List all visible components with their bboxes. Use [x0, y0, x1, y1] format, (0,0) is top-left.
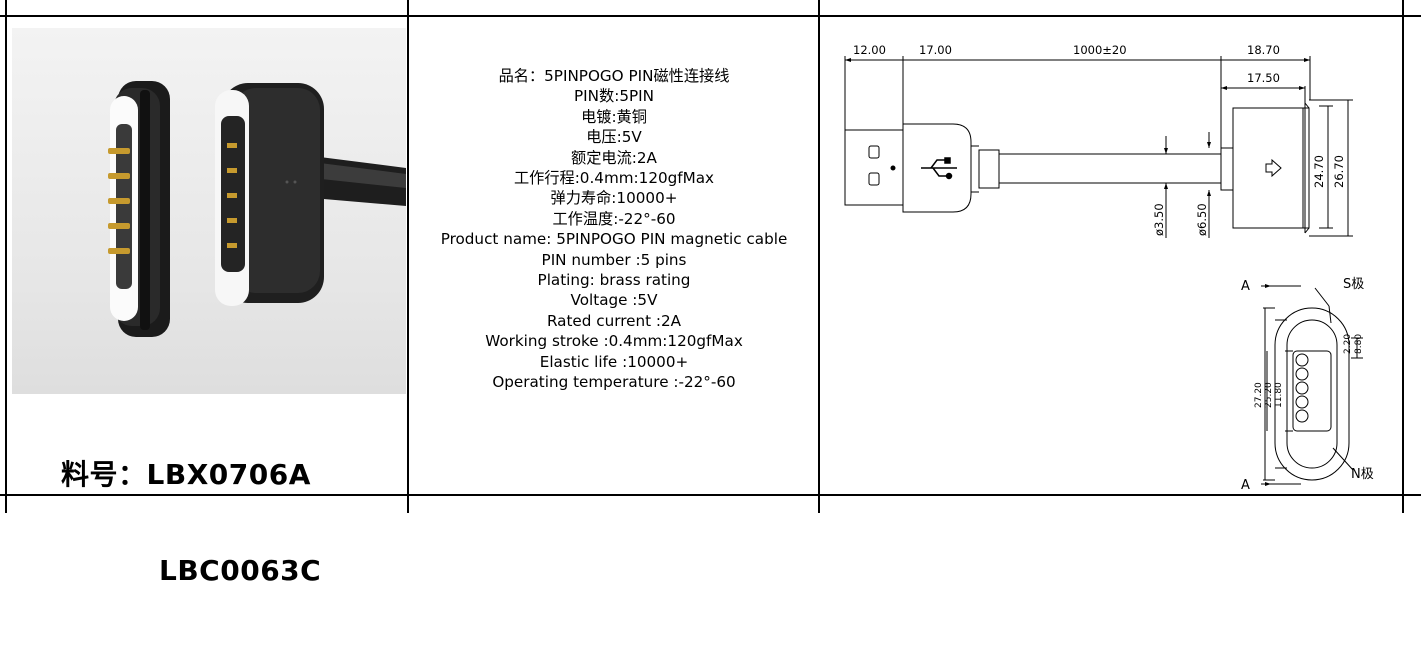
table-left-border	[5, 0, 7, 513]
part-number-prefix: 料号：	[61, 458, 147, 491]
part-number-2: LBC0063C	[159, 554, 322, 587]
product-photo	[12, 28, 406, 394]
column-divider-1	[407, 0, 409, 513]
spec-line: 工作温度:-22°-60	[552, 209, 676, 228]
spec-line: Rated current :2A	[546, 311, 682, 330]
spec-line: 电压:5V	[586, 128, 642, 147]
part-number-label: 料号：LBX0706A LBC0063C	[61, 395, 321, 651]
dim-220: 2.20	[1343, 334, 1353, 354]
s-pole-label: S极	[1343, 277, 1364, 292]
spec-line: Product name: 5PINPOGO PIN magnetic cabl…	[440, 230, 788, 249]
dim-1180: 11.80	[1274, 382, 1284, 408]
dim-2520: 25.20	[1264, 382, 1274, 408]
male-connector-render	[108, 81, 170, 337]
spec-line: Working stroke :0.4mm:120gfMax	[485, 332, 743, 351]
section-a-bottom: A	[1241, 478, 1250, 492]
column-divider-2	[818, 0, 820, 513]
spec-line: 额定电流:2A	[571, 148, 657, 167]
part-number-1: LBX0706A	[146, 458, 311, 491]
spec-line: 弹力寿命:10000+	[550, 189, 678, 208]
spec-line: 品名：5PINPOGO PIN磁性连接线	[498, 67, 730, 85]
dim-2720: 27.20	[1254, 382, 1264, 408]
dim-1000: 1000±20	[1073, 43, 1127, 57]
spec-line: Elastic life :10000+	[539, 352, 689, 371]
technical-drawing: 12.00 17.00 1000±20 18.70 17.50 24.70 26…	[844, 43, 1374, 492]
n-pole-label: N极	[1351, 467, 1374, 482]
dim-2470: 24.70	[1312, 155, 1326, 188]
spec-text-block: 品名：5PINPOGO PIN磁性连接线 PIN数:5PIN 电镀:黄铜 电压:…	[410, 66, 818, 393]
female-connector-render	[215, 83, 406, 306]
spec-line: Voltage :5V	[570, 291, 658, 310]
table-bottom-border	[0, 494, 1421, 496]
dim-1870: 18.70	[1247, 43, 1280, 57]
column-divider-3	[1402, 0, 1404, 513]
dia-350: ø3.50	[1152, 203, 1166, 236]
spec-line: 电镀:黄铜	[581, 107, 647, 126]
spec-sheet-table: 料号：LBX0706A LBC0063C 品名：5PINPOGO PIN磁性连接…	[0, 0, 1421, 587]
spec-line: PIN数:5PIN	[574, 87, 654, 106]
section-a-top: A	[1241, 279, 1250, 294]
spec-line: 工作行程:0.4mm:120gfMax	[513, 169, 715, 188]
dim-880: 8.80	[1354, 334, 1364, 354]
spec-line: PIN number :5 pins	[541, 250, 687, 269]
dim-2670: 26.70	[1332, 155, 1346, 188]
table-top-border	[0, 15, 1421, 17]
dim-12: 12.00	[853, 43, 886, 57]
spec-line: Operating temperature :-22°-60	[492, 373, 736, 392]
spec-line: Plating: brass rating	[537, 271, 691, 290]
dia-650: ø6.50	[1195, 203, 1209, 236]
dim-1750: 17.50	[1247, 71, 1280, 85]
dim-17: 17.00	[919, 43, 952, 57]
